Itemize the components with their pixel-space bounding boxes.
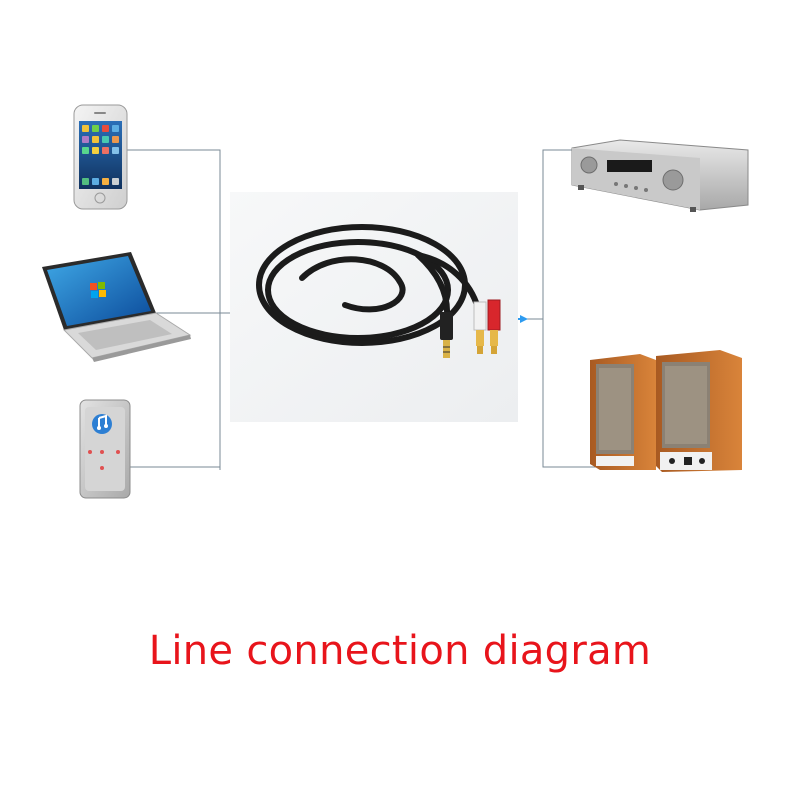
- line-bus-right: [543, 150, 596, 467]
- speaker-right: [656, 350, 742, 472]
- speaker-left: [590, 354, 656, 470]
- mp3-player-icon: [80, 400, 130, 498]
- smartphone-icon: [74, 105, 127, 209]
- cable-image: [230, 192, 518, 422]
- laptop-icon: [42, 252, 191, 362]
- diagram-caption: Line connection diagram: [0, 628, 800, 674]
- amplifier-icon: [572, 140, 748, 212]
- speakers-icon: [590, 350, 742, 472]
